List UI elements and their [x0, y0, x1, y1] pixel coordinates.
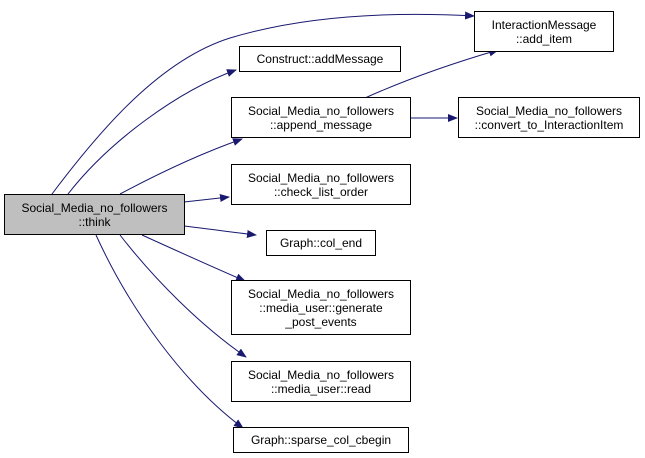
node-check-list-order[interactable]: Social_Media_no_followers ::check_list_o…: [231, 164, 411, 205]
node-add-message[interactable]: Construct::addMessage: [239, 46, 401, 72]
edge-think-to-add-message: [67, 69, 237, 195]
edge-think-to-read: [119, 234, 247, 358]
node-think: Social_Media_no_followers ::think: [4, 194, 185, 235]
node-col-end[interactable]: Graph::col_end: [266, 230, 376, 256]
node-read-line-1: Social_Media_no_followers: [247, 367, 395, 382]
node-generate-post-events-line-3: _post_events: [285, 314, 357, 329]
node-read[interactable]: Social_Media_no_followers ::media_user::…: [231, 361, 411, 402]
node-think-line-1: Social_Media_no_followers: [21, 200, 168, 215]
node-check-list-order-line-1: Social_Media_no_followers: [247, 170, 395, 185]
node-convert-line-1: Social_Media_no_followers: [475, 103, 623, 118]
edge-think-to-generate-post-events: [141, 234, 246, 282]
node-append-message-line-1: Social_Media_no_followers: [247, 103, 395, 118]
node-append-message[interactable]: Social_Media_no_followers ::append_messa…: [231, 97, 411, 138]
edge-think-to-sparse-col-cbegin: [95, 234, 244, 429]
node-add-item-line-2: ::add_item: [515, 31, 573, 46]
edge-think-to-append-message: [119, 138, 243, 195]
edge-think-to-col-end: [183, 225, 257, 238]
node-generate-post-events-line-2: ::media_user::generate: [259, 300, 383, 315]
node-read-line-2: ::media_user::read: [270, 381, 372, 396]
edge-think-to-check-list-order: [183, 194, 230, 203]
node-generate-post-events[interactable]: Social_Media_no_followers ::media_user::…: [231, 280, 411, 335]
node-generate-post-events-line-1: Social_Media_no_followers: [247, 286, 395, 301]
node-add-item-line-1: InteractionMessage: [491, 17, 597, 32]
node-col-end-line-1: Graph::col_end: [279, 236, 363, 250]
edge-think-to-add-item: [51, 11, 475, 195]
node-check-list-order-line-2: ::check_list_order: [273, 184, 369, 199]
node-add-item[interactable]: InteractionMessage ::add_item: [474, 11, 614, 52]
edge-append-message-to-add-item: [364, 48, 499, 99]
node-append-message-line-2: ::append_message: [269, 117, 373, 132]
node-think-line-2: ::think: [78, 214, 111, 229]
node-convert[interactable]: Social_Media_no_followers ::convert_to_I…: [458, 97, 640, 138]
node-add-message-line-1: Construct::addMessage: [256, 52, 384, 66]
node-sparse-col-cbegin[interactable]: Graph::sparse_col_cbegin: [233, 427, 409, 453]
node-convert-line-2: ::convert_to_InteractionItem: [474, 117, 624, 132]
node-sparse-col-cbegin-line-1: Graph::sparse_col_cbegin: [250, 433, 392, 447]
